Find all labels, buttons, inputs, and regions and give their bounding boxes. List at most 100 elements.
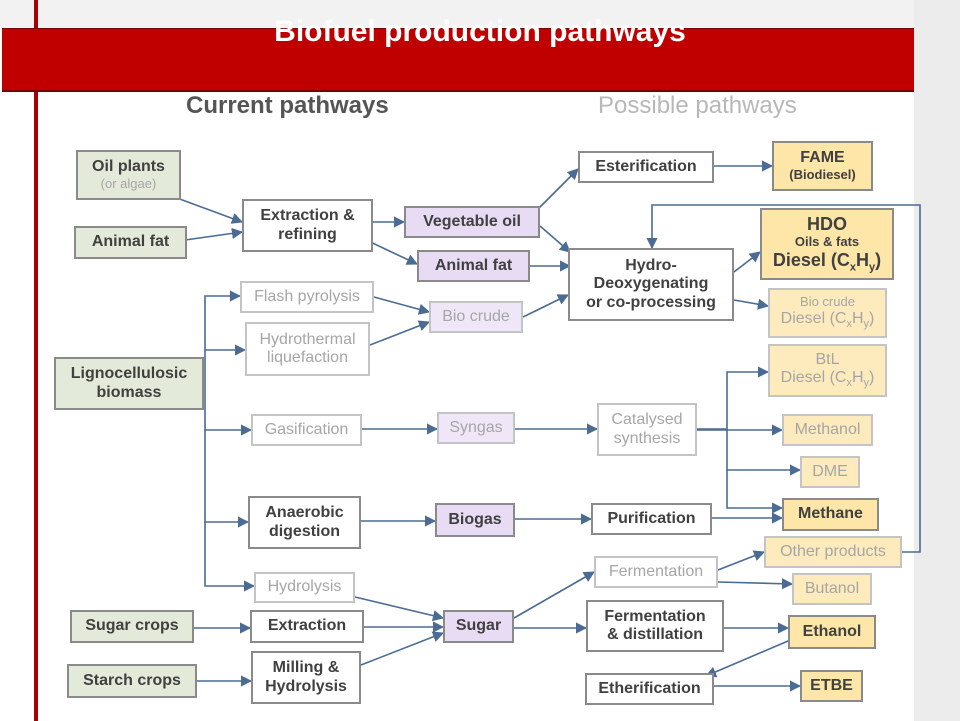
intermediate-animal-fat: Animal fat	[417, 250, 530, 282]
arrow-fermentation-to-other	[717, 550, 766, 571]
source-animal-fat-label: Animal fat	[91, 233, 170, 251]
methane-label: Methane	[798, 505, 863, 523]
hydrolysis-label: Hydrolysis	[267, 578, 342, 596]
source-starch-crops: Starch crops	[67, 664, 197, 698]
oil-plants-sublabel: (or algae)	[100, 175, 157, 191]
hdo-label: HDO	[807, 214, 847, 235]
process-milling-hydrolysis: Milling & Hydrolysis	[251, 651, 361, 704]
arrow-fermentation-to-butanol	[717, 578, 794, 590]
product-ethanol: Ethanol	[788, 615, 876, 649]
arrow-milling-to-sugar	[360, 631, 445, 666]
lignocellulosic-label-line1: Lignocellulosic	[70, 365, 188, 383]
lignocellulosic-label-line2: biomass	[96, 383, 162, 401]
process-gasification: Gasification	[251, 414, 362, 446]
arrow-hydrothermal-to-biocrude	[369, 320, 431, 346]
process-hydrothermal-liquefaction: Hydrothermal liquefaction	[245, 322, 370, 376]
hydrothermal-line1: Hydrothermal	[259, 330, 356, 348]
intermediate-animal-fat-label: Animal fat	[434, 256, 513, 274]
hydro-line3: or co-processing	[586, 293, 716, 311]
catalysed-line1: Catalysed	[611, 411, 683, 429]
other-products-label: Other products	[780, 542, 886, 560]
fame-label: FAME	[800, 149, 845, 167]
arrow-other-to-hydro-loop	[646, 204, 921, 553]
vegetable-oil-label: Vegetable oil	[423, 212, 521, 230]
anaerobic-line2: digestion	[268, 522, 341, 540]
gasification-label: Gasification	[264, 420, 349, 438]
biogas-label: Biogas	[448, 510, 502, 528]
process-catalysed-synthesis: Catalysed synthesis	[597, 403, 697, 456]
ferm-dist-line1: Fermentation	[604, 607, 706, 625]
product-btl: BtL Diesel (CxHy)	[768, 344, 887, 397]
arrow-hydro-to-biocrude-diesel	[733, 298, 770, 310]
arrow-ligno-to-flash	[204, 290, 242, 380]
hydro-line1: Hydro-	[625, 256, 677, 274]
arrow-ligno-to-gasification	[204, 380, 253, 436]
intermediate-sugar: Sugar	[443, 610, 514, 643]
product-fame: FAME (Biodiesel)	[772, 141, 873, 191]
extraction-label: Extraction	[267, 617, 347, 635]
milling-line2: Hydrolysis	[265, 677, 347, 695]
arrow-flash-to-biocrude	[373, 296, 431, 315]
right-shade	[914, 0, 960, 721]
product-etbe: ETBE	[800, 670, 863, 702]
product-butanol: Butanol	[792, 573, 872, 605]
biocrude-diesel-label: Diesel (CxHy)	[780, 310, 875, 331]
starch-crops-label: Starch crops	[83, 671, 181, 689]
intermediate-syngas: Syngas	[437, 412, 515, 444]
process-fermentation-distillation: Fermentation & distillation	[586, 600, 724, 652]
purification-label: Purification	[607, 509, 696, 527]
possible-pathways-heading: Possible pathways	[598, 92, 797, 119]
process-esterification: Esterification	[578, 151, 714, 183]
etherification-label: Etherification	[598, 679, 701, 697]
current-pathways-heading: Current pathways	[186, 92, 389, 119]
arrow-vegoil-to-esterification	[533, 168, 579, 214]
page-title: Biofuel production pathways	[274, 15, 686, 48]
title-banner	[2, 28, 914, 92]
process-fermentation: Fermentation	[594, 556, 718, 588]
hdo-sublabel: Oils & fats	[794, 233, 860, 249]
oil-plants-label: Oil plants	[92, 158, 165, 176]
process-flash-pyrolysis: Flash pyrolysis	[240, 281, 374, 313]
flash-pyrolysis-label: Flash pyrolysis	[254, 287, 360, 305]
arrow-fat-to-extraction	[184, 227, 244, 241]
arrow-extraction-to-animalfat	[365, 239, 419, 265]
process-hydrolysis: Hydrolysis	[254, 572, 355, 603]
arrow-catalysed-to-methane	[726, 470, 784, 514]
hdo-diesel-label: Diesel (CxHy)	[772, 249, 882, 274]
product-hdo: HDO Oils & fats Diesel (CxHy)	[760, 208, 894, 280]
butanol-label: Butanol	[804, 579, 860, 597]
top-strip	[0, 0, 960, 27]
intermediate-vegetable-oil: Vegetable oil	[404, 206, 540, 238]
arrow-ligno-to-hydrolysis	[204, 522, 256, 592]
arrow-biocrude-to-hydro	[522, 294, 570, 318]
sugar-crops-label: Sugar crops	[85, 617, 179, 635]
catalysed-line2: synthesis	[613, 429, 681, 447]
etbe-label: ETBE	[810, 676, 853, 694]
methanol-label: Methanol	[794, 420, 861, 438]
arrow-ethanol-to-etherification	[704, 637, 796, 678]
hydro-line2: Deoxygenating	[593, 275, 709, 293]
ethanol-label: Ethanol	[802, 622, 862, 640]
arrow-ligno-to-anaerobic	[204, 430, 250, 528]
process-extraction: Extraction	[250, 610, 364, 643]
arrow-hydro-to-hdo	[733, 251, 761, 273]
arrow-hydrolysis-to-sugar	[354, 596, 445, 622]
process-purification: Purification	[591, 503, 712, 535]
fame-sublabel: (Biodiesel)	[789, 166, 856, 182]
process-extraction-refining: Extraction & refining	[242, 199, 373, 252]
intermediate-biogas: Biogas	[435, 503, 515, 537]
left-accent-bar	[34, 0, 38, 721]
intermediate-bio-crude: Bio crude	[429, 301, 523, 333]
process-etherification: Etherification	[585, 673, 714, 705]
arrow-vegoil-to-hydro	[539, 225, 571, 253]
process-hydro-deoxygenating: Hydro- Deoxygenating or co-processing	[568, 248, 734, 321]
source-oil-plants: Oil plants (or algae)	[76, 150, 181, 200]
source-lignocellulosic-biomass: Lignocellulosic biomass	[54, 357, 204, 410]
btl-diesel-label: Diesel (CxHy)	[780, 369, 875, 390]
syngas-label: Syngas	[449, 418, 503, 436]
fermentation-label: Fermentation	[608, 562, 704, 580]
product-biocrude-diesel: Bio crude Diesel (CxHy)	[768, 288, 887, 338]
sugar-label: Sugar	[455, 617, 502, 635]
btl-label: BtL	[815, 350, 840, 368]
process-anaerobic-digestion: Anaerobic digestion	[248, 496, 361, 549]
